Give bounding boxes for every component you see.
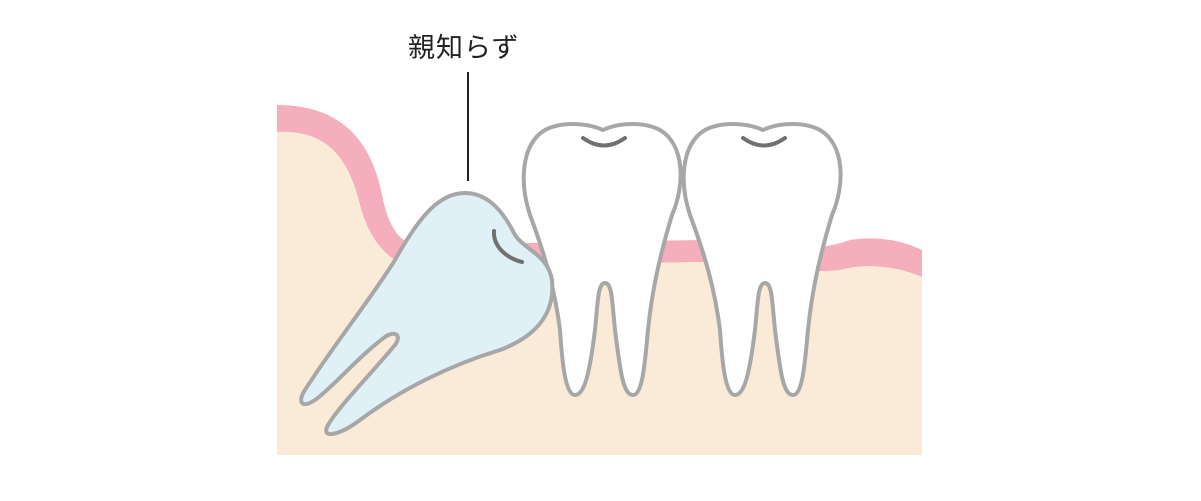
- molar-tooth-1: [521, 122, 683, 397]
- wisdom-tooth-label: 親知らず: [408, 33, 520, 64]
- wisdom-tooth: [299, 191, 555, 436]
- molar-tooth-2: [681, 122, 843, 397]
